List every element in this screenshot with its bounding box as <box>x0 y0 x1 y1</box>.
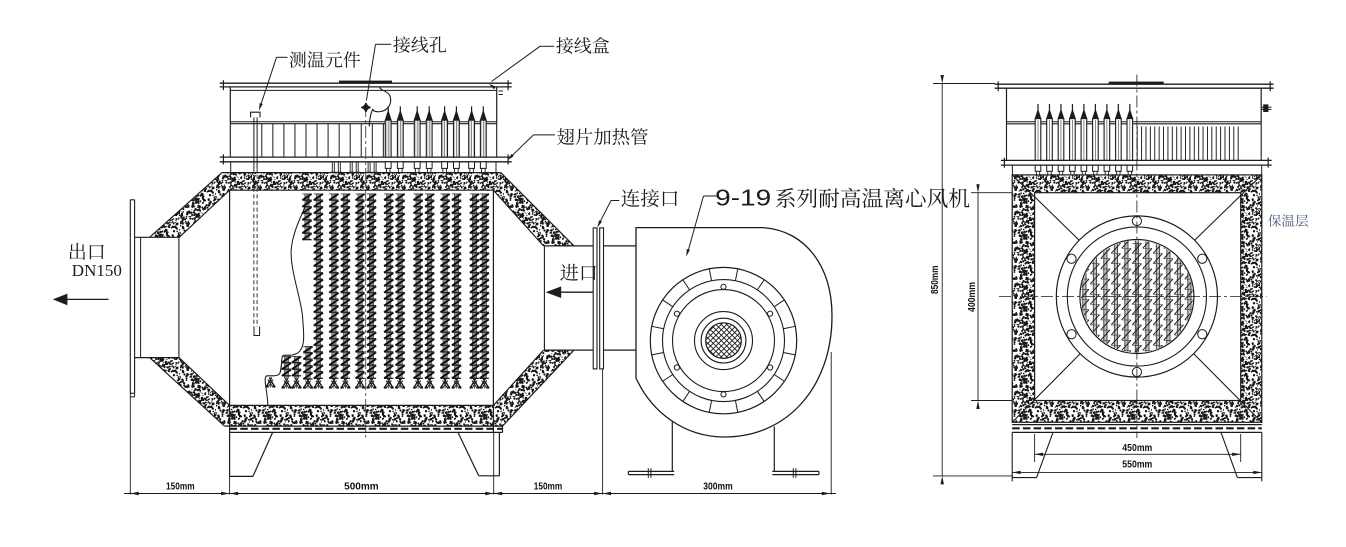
svg-text:400mm: 400mm <box>966 282 978 312</box>
svg-text:9-19: 9-19 <box>715 185 771 211</box>
svg-text:450mm: 450mm <box>1122 442 1152 454</box>
svg-text:150mm: 150mm <box>534 480 563 492</box>
svg-text:550mm: 550mm <box>1122 459 1152 471</box>
svg-text:DN150: DN150 <box>72 261 122 280</box>
svg-text:300mm: 300mm <box>703 481 733 493</box>
svg-text:150mm: 150mm <box>166 480 195 492</box>
svg-text:850mm: 850mm <box>929 266 941 295</box>
svg-text:500mm: 500mm <box>344 480 379 492</box>
